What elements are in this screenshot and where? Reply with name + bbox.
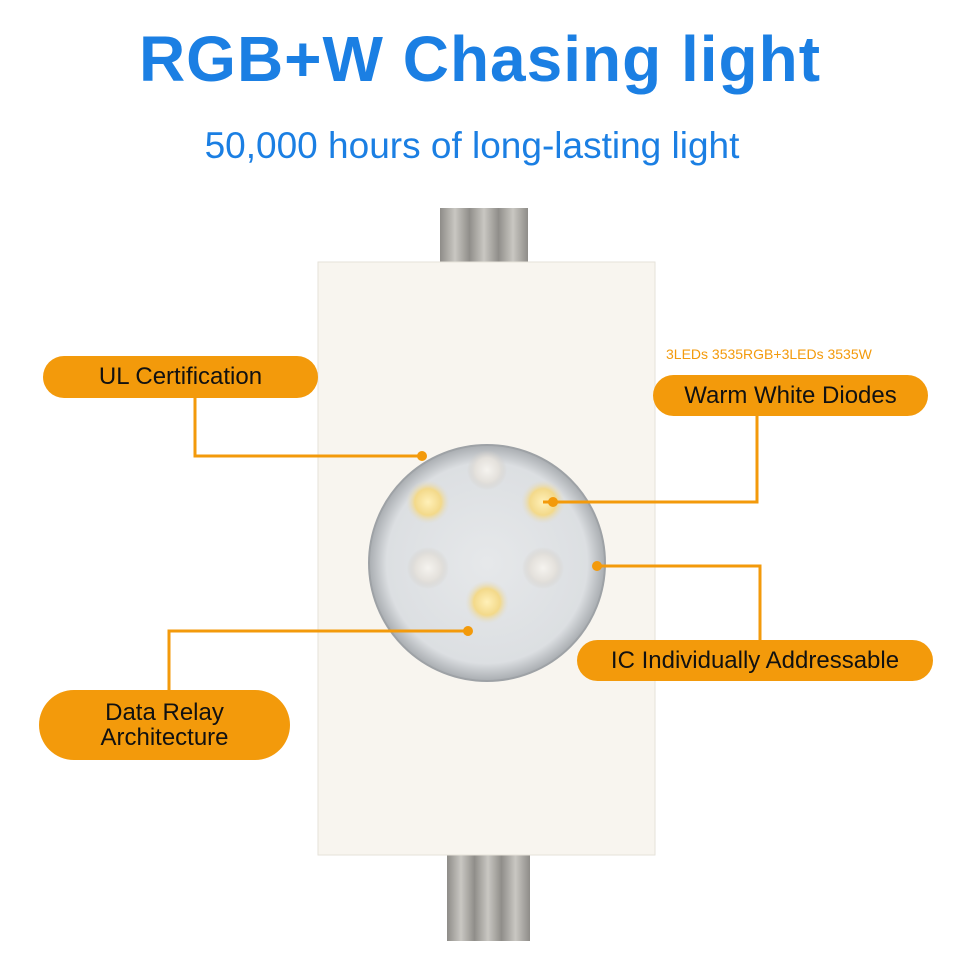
callout-data-relay: Data Relay Architecture — [39, 690, 290, 760]
page-title: RGB+W Chasing light — [138, 23, 822, 95]
page-subtitle: 50,000 hours of long-lasting light — [204, 125, 740, 166]
wires-top — [440, 208, 528, 264]
leader-lines — [167, 398, 762, 690]
callout-data-relay-line2: Architecture — [100, 724, 229, 751]
wires-bottom — [447, 853, 530, 941]
callout-data-relay-line1: Data Relay — [105, 698, 224, 726]
callout-warm-white: Warm White Diodes — [653, 375, 928, 416]
callout-led-spec: 3LEDs 3535RGB+3LEDs 3535W — [666, 346, 872, 362]
callout-ic-addressable: IC Individually Addressable — [577, 640, 933, 681]
callout-ul-certification: UL Certification — [43, 356, 318, 398]
